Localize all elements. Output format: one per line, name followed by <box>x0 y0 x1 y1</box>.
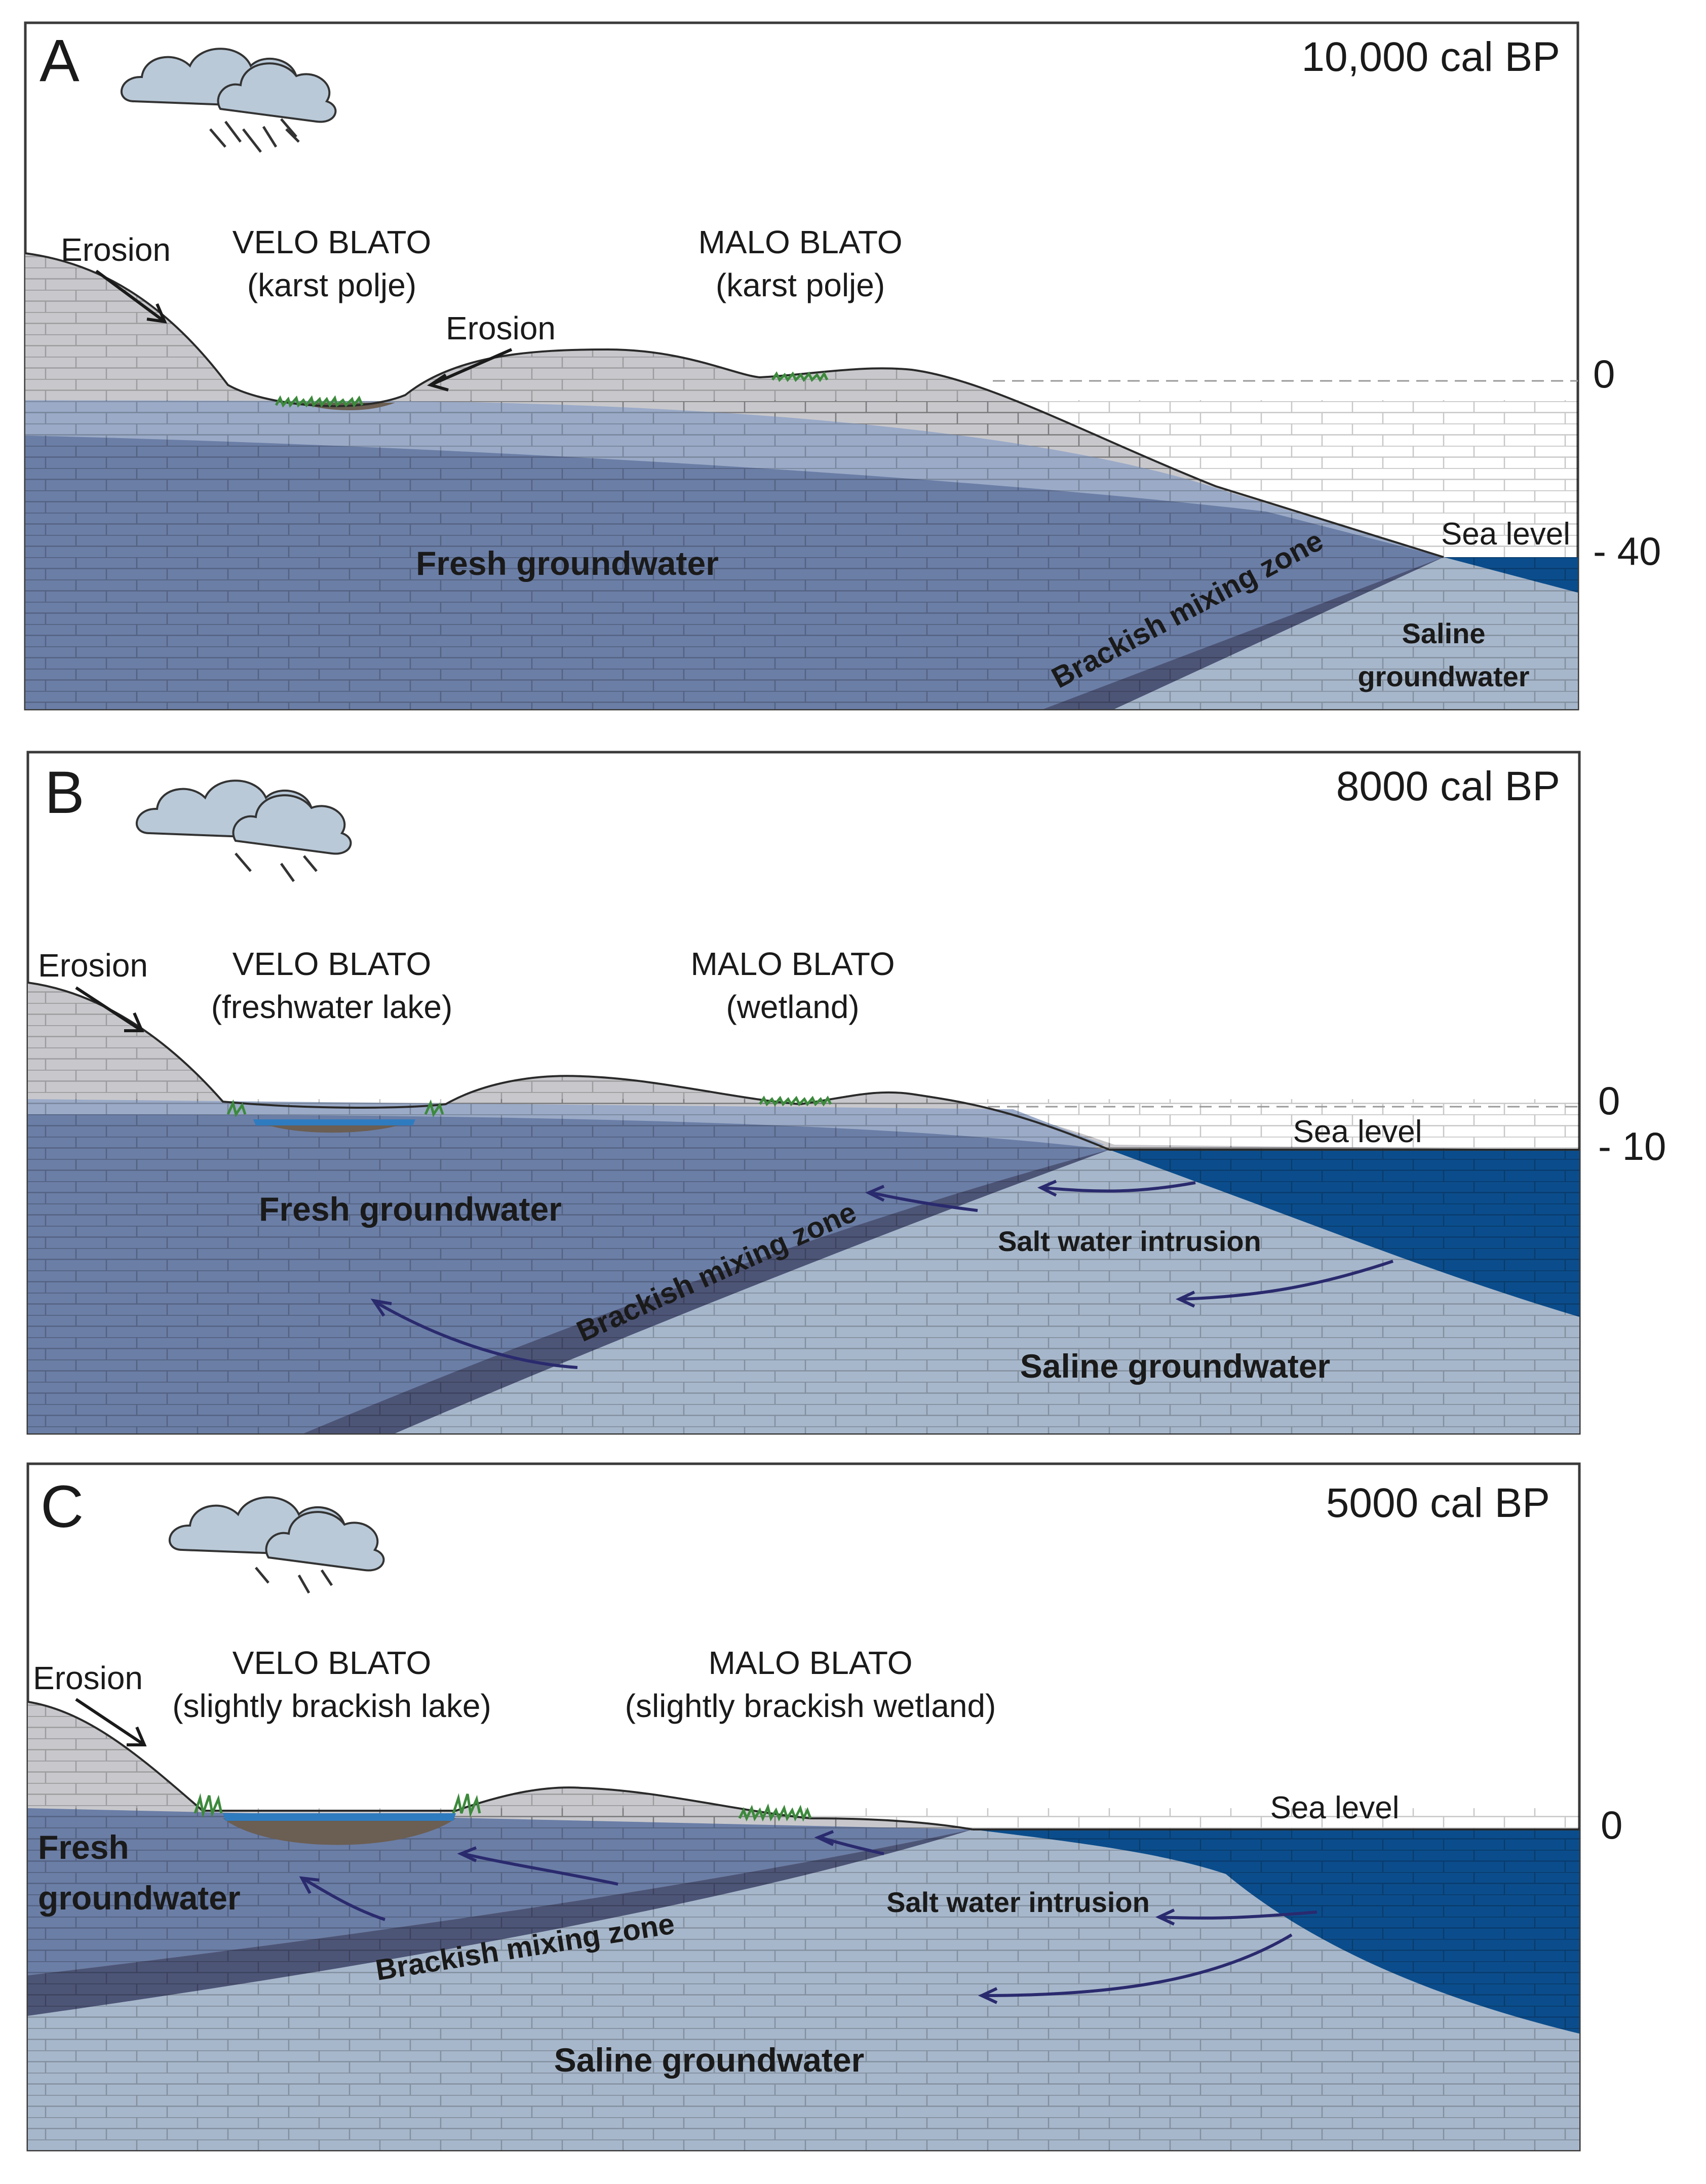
erosion-label: Erosion <box>61 231 171 268</box>
salt-water-intrusion-label: Salt water intrusion <box>886 1886 1150 1918</box>
flow-arrow-icon <box>457 1846 618 1886</box>
flow-arrow-icon <box>370 1298 578 1369</box>
subsurface-brick <box>28 1099 1579 1433</box>
erosion-arrow-icon <box>75 1698 147 1746</box>
lake-sediment <box>223 1818 456 1845</box>
velo-blato-state: (karst polje) <box>247 267 416 303</box>
sea-level-label: Sea level <box>1270 1790 1399 1825</box>
erosion-label: Erosion <box>33 1660 143 1696</box>
flow-arrow-icon <box>978 1933 1293 2004</box>
vegetation-icon <box>275 395 364 408</box>
velo-blato-name: VELO BLATO <box>232 224 431 260</box>
vegetation-icon <box>226 1099 247 1117</box>
panel-letter: C <box>41 1473 84 1540</box>
flow-arrow-icon <box>865 1185 978 1212</box>
flow-arrow-icon <box>1037 1180 1196 1197</box>
vegetation-icon <box>771 371 829 382</box>
flow-arrow-icon <box>814 1830 884 1855</box>
depth-label: 0 <box>1593 352 1615 396</box>
panel-a: A 10,000 cal BP Erosion Erosion VELO BLA… <box>24 21 1661 711</box>
vegetation-icon <box>452 1793 481 1818</box>
malo-blato-state: (karst polje) <box>716 267 885 303</box>
panel-b: B 8000 cal BP Erosion VELO BLATO (freshw… <box>26 751 1666 1435</box>
rain-icon <box>255 1567 333 1594</box>
fresh-groundwater-label: Fresh groundwater <box>416 544 719 582</box>
panel-age: 5000 cal BP <box>1326 1480 1550 1526</box>
fresh-groundwater-label: Fresh <box>38 1828 129 1866</box>
velo-blato-state: (freshwater lake) <box>211 989 453 1025</box>
vegetation-icon <box>193 1793 223 1818</box>
depth-label: - 10 <box>1598 1124 1666 1168</box>
vegetation-icon <box>424 1099 444 1117</box>
flow-arrow-icon <box>1175 1260 1393 1308</box>
panel-letter: B <box>45 759 85 826</box>
velo-blato-name: VELO BLATO <box>232 1645 431 1681</box>
rain-icon <box>209 118 300 153</box>
subsurface-brick <box>28 1808 1579 2150</box>
sea-level-label: Sea level <box>1293 1114 1422 1149</box>
velo-blato-state: (slightly brackish lake) <box>172 1688 491 1724</box>
saline-groundwater-label: Saline <box>1402 617 1486 649</box>
fresh-groundwater-label: Fresh groundwater <box>259 1190 562 1228</box>
saline-groundwater-label: groundwater <box>1358 660 1529 692</box>
rain-icon <box>235 852 318 882</box>
malo-blato-state: (slightly brackish wetland) <box>625 1688 996 1724</box>
erosion-arrow-icon <box>95 269 167 324</box>
surface-line <box>28 1701 973 1830</box>
panel-age: 8000 cal BP <box>1336 763 1560 809</box>
velo-blato-name: VELO BLATO <box>232 946 431 982</box>
malo-blato-name: MALO BLATO <box>690 946 895 982</box>
sea-level-label: Sea level <box>1441 517 1570 552</box>
salt-water-intrusion-label: Salt water intrusion <box>998 1225 1261 1257</box>
depth-label: - 40 <box>1593 529 1661 573</box>
saline-groundwater-label: Saline groundwater <box>1020 1347 1330 1385</box>
malo-blato-name: MALO BLATO <box>708 1645 912 1681</box>
depth-label: 0 <box>1601 1803 1622 1847</box>
vegetation-icon <box>758 1096 832 1107</box>
erosion-label: Erosion <box>38 947 148 984</box>
saline-groundwater-label: Saline groundwater <box>554 2041 864 2079</box>
panel-letter: A <box>40 27 80 94</box>
panel-age: 10,000 cal BP <box>1301 34 1560 80</box>
surface-line <box>25 252 1444 558</box>
depth-label: 0 <box>1598 1078 1620 1123</box>
malo-blato-state: (wetland) <box>726 989 859 1025</box>
panel-c: C 5000 cal BP Erosion VELO BLATO (slight… <box>26 1462 1622 2152</box>
flow-arrow-icon <box>1155 1908 1317 1926</box>
erosion-arrow-icon <box>426 348 513 392</box>
fresh-groundwater-label: groundwater <box>38 1879 241 1917</box>
erosion-arrow-icon <box>75 986 144 1032</box>
vegetation-icon <box>738 1803 812 1822</box>
malo-blato-name: MALO BLATO <box>698 224 902 260</box>
surface-line <box>28 982 1110 1151</box>
subsurface-brick <box>25 400 1578 709</box>
lake-water <box>223 1813 456 1821</box>
flow-arrow-icon <box>299 1876 385 1921</box>
lake-water <box>253 1119 415 1125</box>
erosion-label: Erosion <box>446 310 556 346</box>
